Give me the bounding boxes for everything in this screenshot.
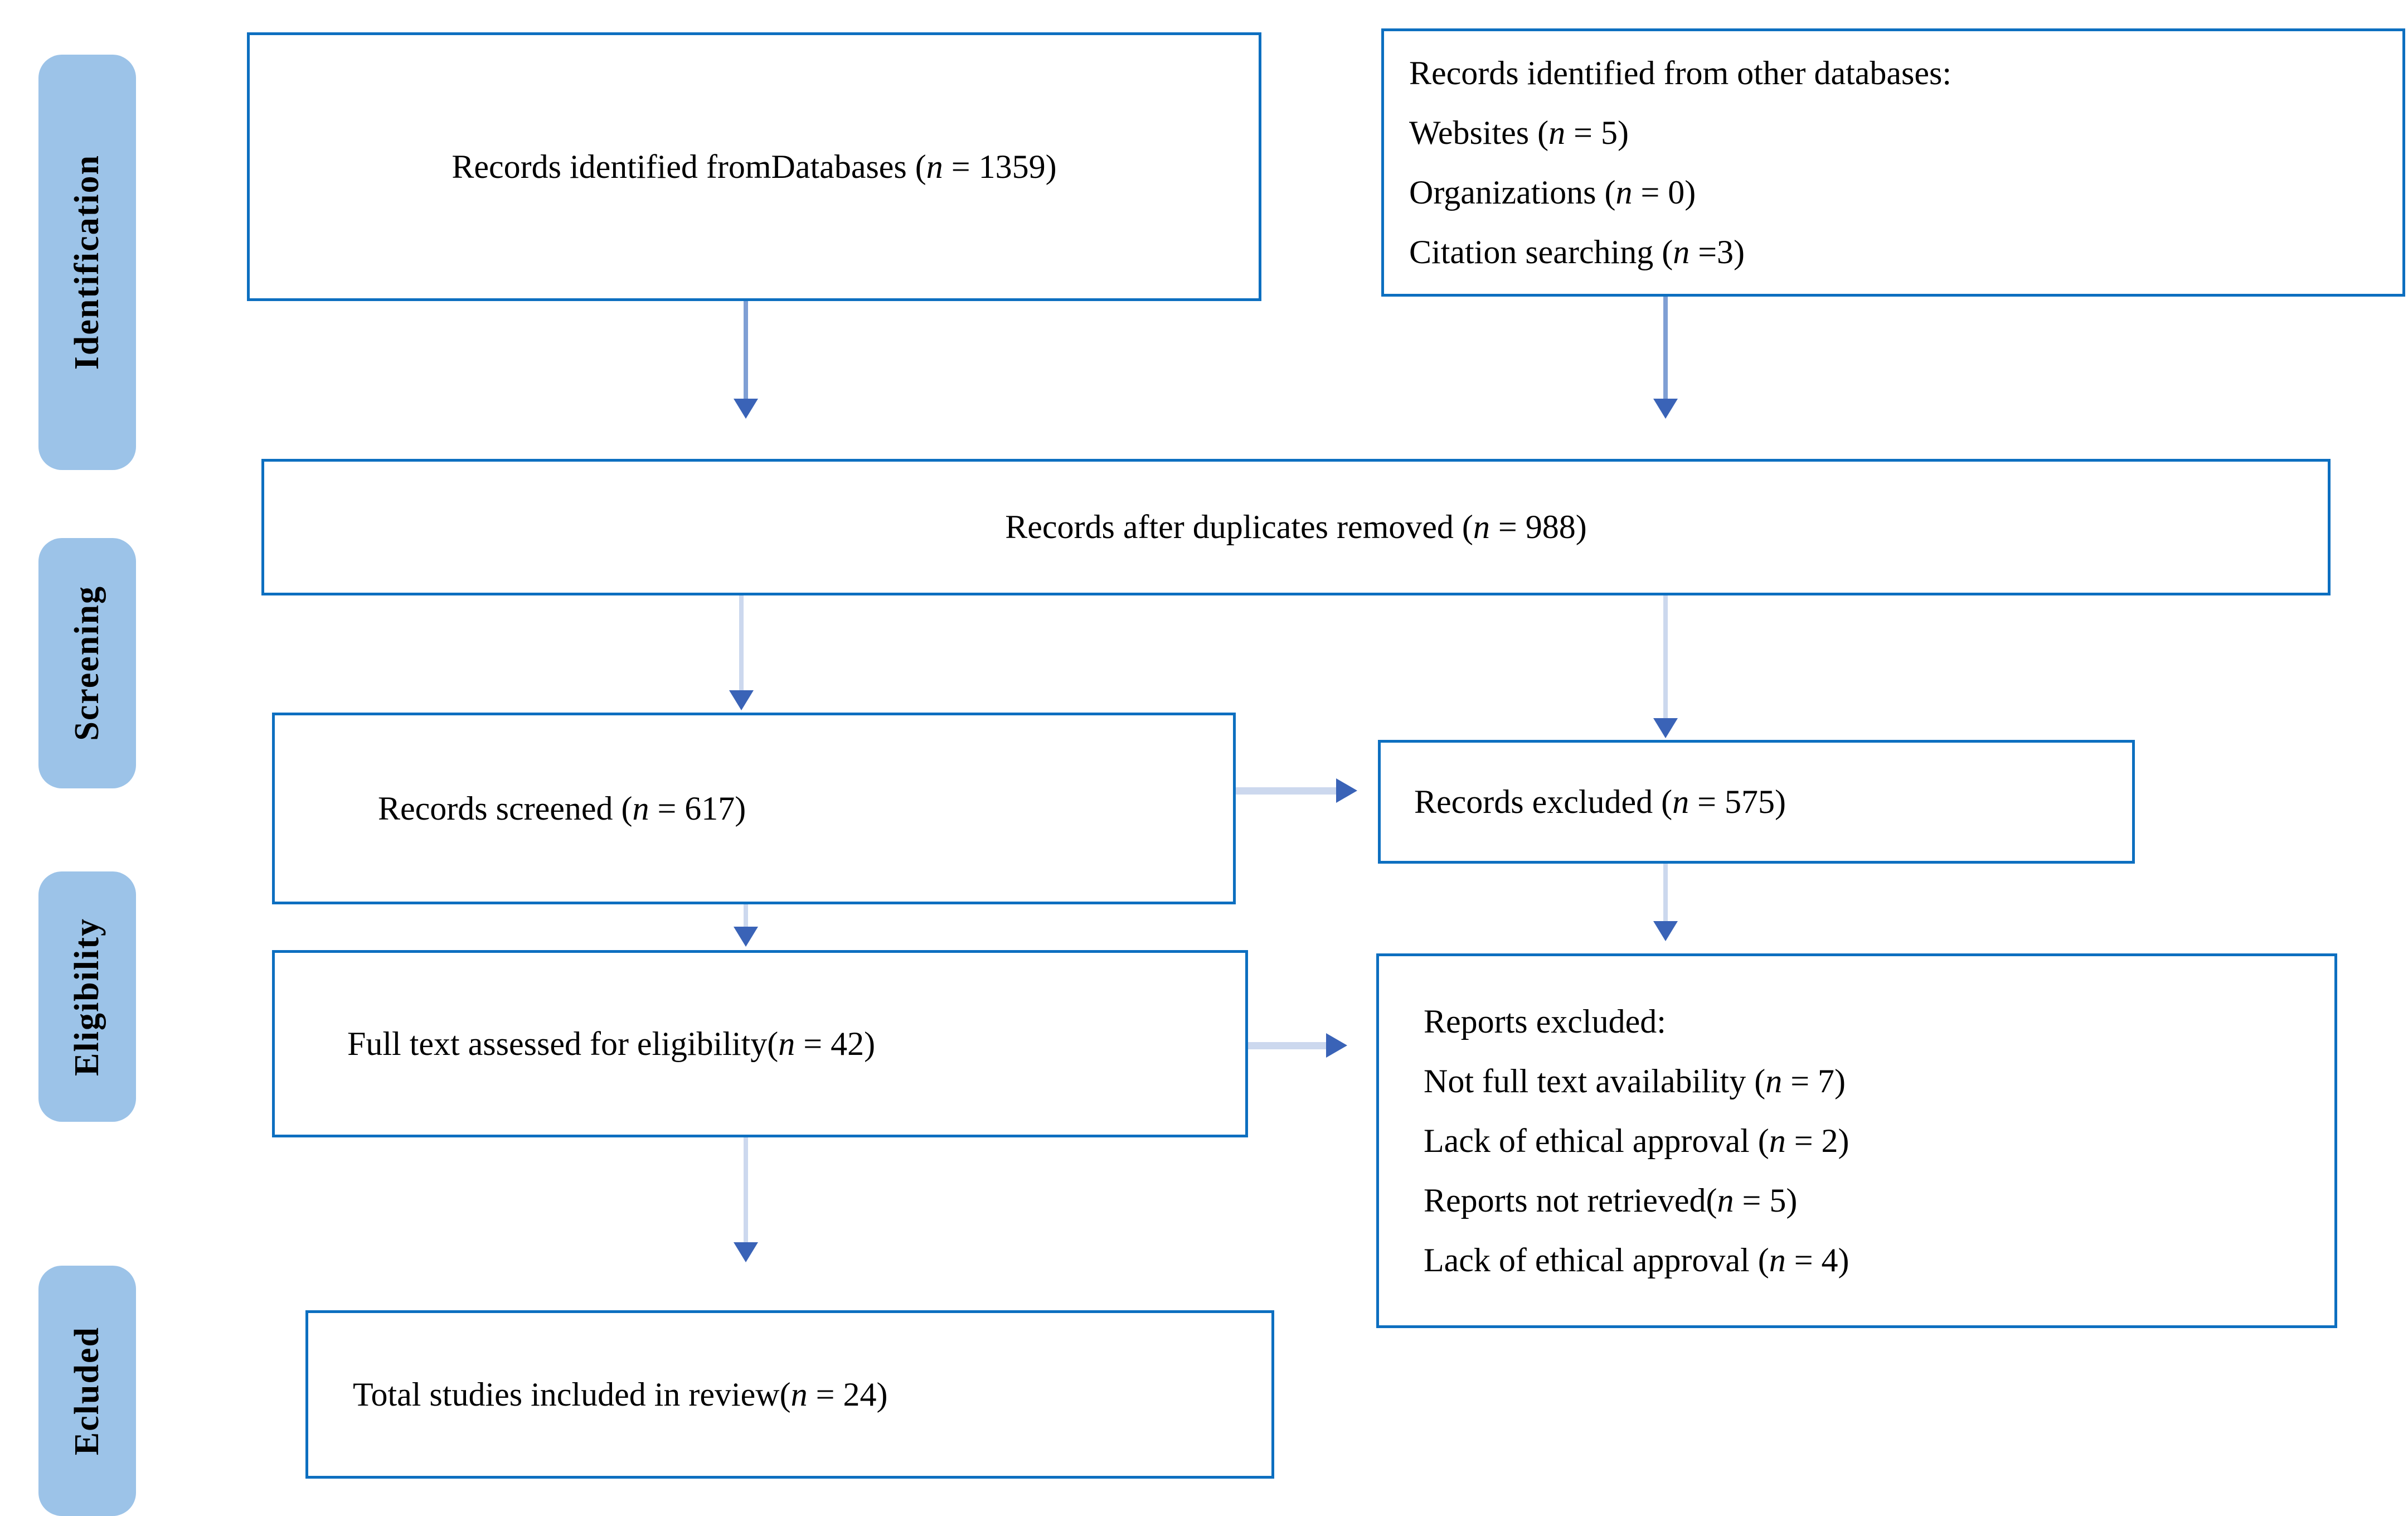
stage-eligibility-label: Eligibility	[68, 917, 106, 1076]
arrow-excluded-to-reports	[1653, 864, 1678, 941]
box-records-excluded-text: Records excluded (n = 575)	[1414, 783, 1786, 820]
stage-identification: Identification	[38, 55, 136, 470]
stage-screening-label: Screening	[68, 585, 106, 741]
box-records-identified-other-line4: Citation searching (n =3)	[1409, 233, 1745, 270]
arrowhead-down-icon	[734, 1242, 758, 1262]
arrow-other-to-duplicates	[1653, 297, 1678, 419]
stage-eligibility: Eligibility	[38, 871, 136, 1122]
arrow-line	[1663, 595, 1668, 718]
arrow-line	[1663, 297, 1668, 399]
box-reports-excluded-line1: Reports excluded:	[1424, 1002, 1666, 1040]
box-records-identified-databases-text: Records identified fromDatabases (n = 13…	[452, 148, 1057, 185]
box-total-included-text: Total studies included in review(n = 24)	[353, 1375, 888, 1413]
box-records-identified-other-line3: Organizations (n = 0)	[1409, 173, 1696, 211]
box-duplicates-removed-text: Records after duplicates removed (n = 98…	[1005, 508, 1587, 545]
box-reports-excluded-line4: Reports not retrieved(n = 5)	[1424, 1181, 1798, 1219]
stage-screening: Screening	[38, 538, 136, 788]
arrowhead-down-icon	[1653, 921, 1678, 941]
arrowhead-down-icon	[729, 690, 754, 710]
arrow-duplicates-to-excluded	[1653, 595, 1678, 738]
arrow-screened-to-fulltext	[734, 904, 758, 947]
box-reports-excluded-line2: Not full text availability (n = 7)	[1424, 1062, 1846, 1100]
arrow-line	[744, 301, 748, 399]
arrow-line	[744, 904, 748, 927]
arrow-fulltext-to-reports	[1248, 1033, 1347, 1058]
arrowhead-down-icon	[1653, 399, 1678, 419]
box-duplicates-removed: Records after duplicates removed (n = 98…	[261, 459, 2331, 595]
arrowhead-right-icon	[1336, 778, 1357, 803]
box-total-included: Total studies included in review(n = 24)	[305, 1310, 1274, 1479]
arrow-fulltext-to-total	[734, 1137, 758, 1262]
box-records-identified-other-line2: Websites (n = 5)	[1409, 114, 1629, 151]
arrow-line	[1248, 1042, 1326, 1049]
box-reports-excluded-line5: Lack of ethical approval (n = 4)	[1424, 1241, 1849, 1278]
box-reports-excluded-line3: Lack of ethical approval (n = 2)	[1424, 1122, 1849, 1159]
box-full-text-assessed-text: Full text assessed for eligibility(n = 4…	[347, 1025, 876, 1062]
stage-identification-label: Identification	[68, 154, 106, 370]
arrowhead-down-icon	[734, 927, 758, 947]
arrowhead-right-icon	[1326, 1033, 1347, 1058]
box-records-identified-databases: Records identified fromDatabases (n = 13…	[247, 32, 1261, 301]
arrowhead-down-icon	[734, 399, 758, 419]
box-reports-excluded: Reports excluded: Not full text availabi…	[1376, 953, 2337, 1328]
arrow-databases-to-duplicates	[734, 301, 758, 419]
box-records-identified-other-line1: Records identified from other databases:	[1409, 54, 1952, 91]
arrow-duplicates-to-screened	[729, 595, 754, 710]
arrow-line	[744, 1137, 748, 1242]
box-records-identified-other: Records identified from other databases:…	[1381, 28, 2405, 297]
arrow-screened-to-excluded	[1236, 778, 1357, 803]
arrow-line	[739, 595, 744, 690]
box-records-screened: Records screened (n = 617)	[272, 713, 1236, 904]
box-records-screened-text: Records screened (n = 617)	[378, 790, 746, 827]
stage-ecluded: Ecluded	[38, 1266, 136, 1516]
stage-ecluded-label: Ecluded	[68, 1326, 106, 1456]
arrowhead-down-icon	[1653, 718, 1678, 738]
box-full-text-assessed: Full text assessed for eligibility(n = 4…	[272, 950, 1248, 1137]
arrow-line	[1663, 864, 1668, 921]
arrow-line	[1236, 787, 1336, 795]
box-records-excluded: Records excluded (n = 575)	[1378, 740, 2135, 864]
